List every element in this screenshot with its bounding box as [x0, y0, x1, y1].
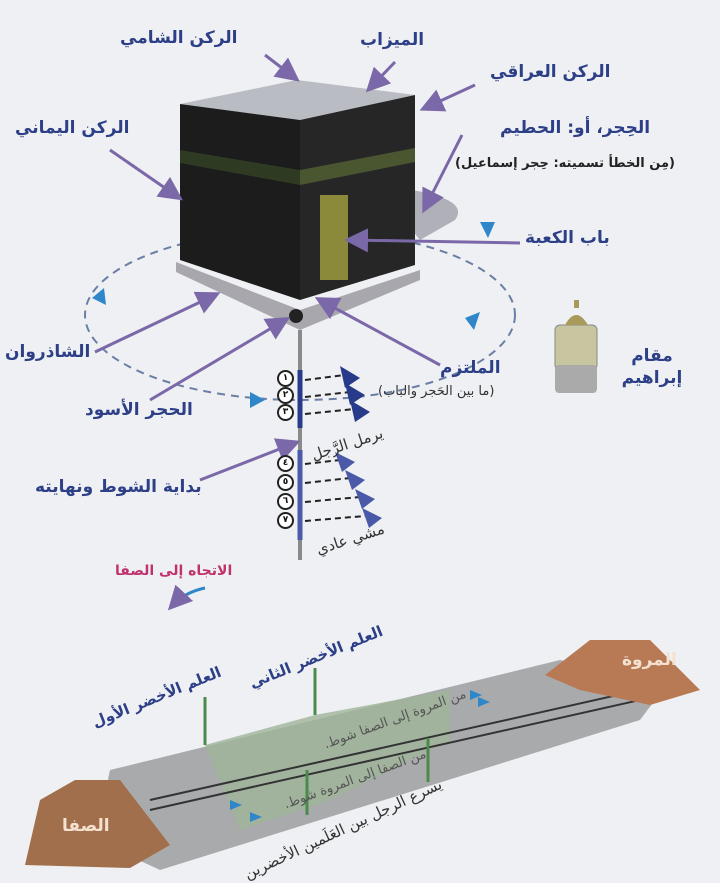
- label-black-stone: الحجر الأسود: [85, 400, 193, 420]
- label-maqam-ibrahim: مقام إبراهيم: [621, 346, 683, 388]
- safa-hill: [25, 780, 170, 868]
- maqam-ibrahim-illustration: [554, 300, 598, 393]
- marwa-hill: [545, 640, 700, 705]
- label-multazam-note: (ما بين الحَجر والباب): [378, 384, 495, 399]
- round-3: ٣: [277, 404, 294, 421]
- masa-corridor: [25, 640, 700, 870]
- label-rukn-yamani: الركن اليماني: [15, 118, 130, 138]
- direction-triangles: [92, 222, 495, 408]
- label-mizab: الميزاب: [360, 30, 425, 50]
- label-rukn-iraqi: الركن العراقي: [490, 62, 611, 82]
- round-6: ٦: [277, 493, 294, 510]
- label-shadharwan: الشاذروان: [5, 342, 91, 362]
- label-multazam: الملتزم: [440, 358, 501, 378]
- round-4: ٤: [277, 455, 294, 472]
- label-marwa: المروة: [622, 650, 677, 670]
- label-rukn-shami: الركن الشامي: [120, 28, 238, 48]
- ramal-arrows: [340, 366, 370, 422]
- kaaba-illustration: [180, 80, 415, 323]
- label-hijr-note: (مِن الخطأ تسميته: حِجر إسماعيل): [455, 156, 675, 171]
- round-1: ١: [277, 370, 294, 387]
- round-7: ٧: [277, 512, 294, 529]
- label-safa: الصفا: [62, 816, 110, 836]
- label-kaaba-door: باب الكعبة: [525, 228, 610, 248]
- pointer-arrows: [94, 53, 521, 482]
- label-direction-safa: الاتجاه إلى الصفا: [115, 563, 233, 579]
- label-start-end: بداية الشوط ونهايته: [35, 477, 202, 497]
- label-hijr: الحِجر، أو: الحطيم: [500, 118, 651, 138]
- round-2: ٢: [277, 387, 294, 404]
- round-5: ٥: [277, 474, 294, 491]
- walk-arrows: [335, 452, 382, 528]
- hijr-wall: [412, 190, 459, 240]
- direction-to-safa-arrow: [167, 584, 206, 611]
- tawaf-path: [84, 229, 516, 401]
